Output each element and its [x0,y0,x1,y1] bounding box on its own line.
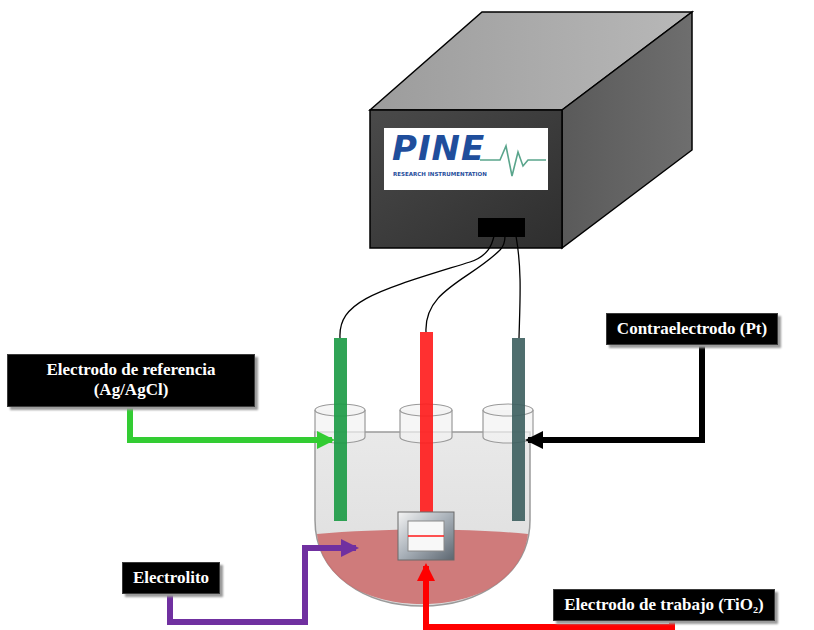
wire [516,236,520,338]
counter-electrode [512,338,525,521]
wire [340,236,494,338]
label-box: Electrolito [122,562,220,594]
working-electrode-lead [408,535,444,537]
neck [483,404,533,416]
electrochemical-cell [315,332,533,606]
reference-electrode [334,338,347,521]
label-box: Electrodo de trabajo (TiO₂) [553,589,774,621]
wires [340,236,520,338]
working-electrode-face [408,521,444,551]
working-electrode-rod [420,332,433,522]
wire [426,236,505,332]
label-box: Contraelectrodo (Pt) [606,313,778,345]
box-side [562,12,692,248]
connector-port [478,218,525,237]
label-text: Contraelectrodo (Pt) [617,319,767,339]
logo-wave [480,146,546,176]
logo-text: PINE [392,131,485,165]
leader-arrow [528,340,702,440]
potentiostat [370,12,692,248]
logo-panel [384,128,548,190]
box-front [370,110,562,248]
logo-subtext: RESEARCH INSTRUMENTATION [393,172,487,178]
label-text: Electrolito [133,568,209,588]
label-box: Electrodo de referencia (Ag/AgCl) [7,354,255,407]
label-text: Electrodo de referencia (Ag/AgCl) [18,360,244,401]
working-electrode-plate [398,512,454,560]
label-text: Electrodo de trabajo (TiO₂) [564,595,763,615]
